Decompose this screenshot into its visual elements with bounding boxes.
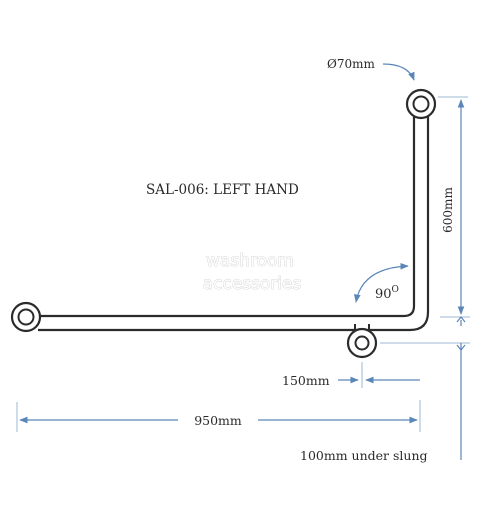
underslung-flange	[346, 324, 378, 359]
rail-inner-edge	[38, 112, 416, 318]
diameter-label: Ø70mm	[327, 57, 375, 71]
offset-dimension: 150mm	[282, 362, 420, 388]
offset-label: 150mm	[282, 373, 330, 388]
width-label: 950mm	[194, 413, 242, 428]
height-label: 600mm	[441, 187, 455, 233]
grab-rail	[38, 112, 430, 332]
angle-label: 90O	[375, 285, 399, 302]
watermark: washroom accessories	[202, 251, 302, 295]
width-dimension: 950mm	[16, 400, 421, 432]
watermark-line-1: washroom	[206, 251, 294, 271]
rail-outer-edge	[38, 112, 430, 332]
diagram-title: SAL-006: LEFT HAND	[146, 182, 299, 198]
top-wall-flange	[405, 88, 437, 120]
underslung-dimension: 100mm under slung	[300, 316, 470, 463]
underslung-label: 100mm under slung	[300, 448, 428, 463]
left-wall-flange	[10, 301, 42, 333]
angle-indicator: 90O	[354, 262, 409, 303]
watermark-line-2: accessories	[203, 274, 302, 294]
height-dimension: 600mm	[438, 96, 470, 318]
diameter-dimension: Ø70mm	[327, 57, 415, 81]
